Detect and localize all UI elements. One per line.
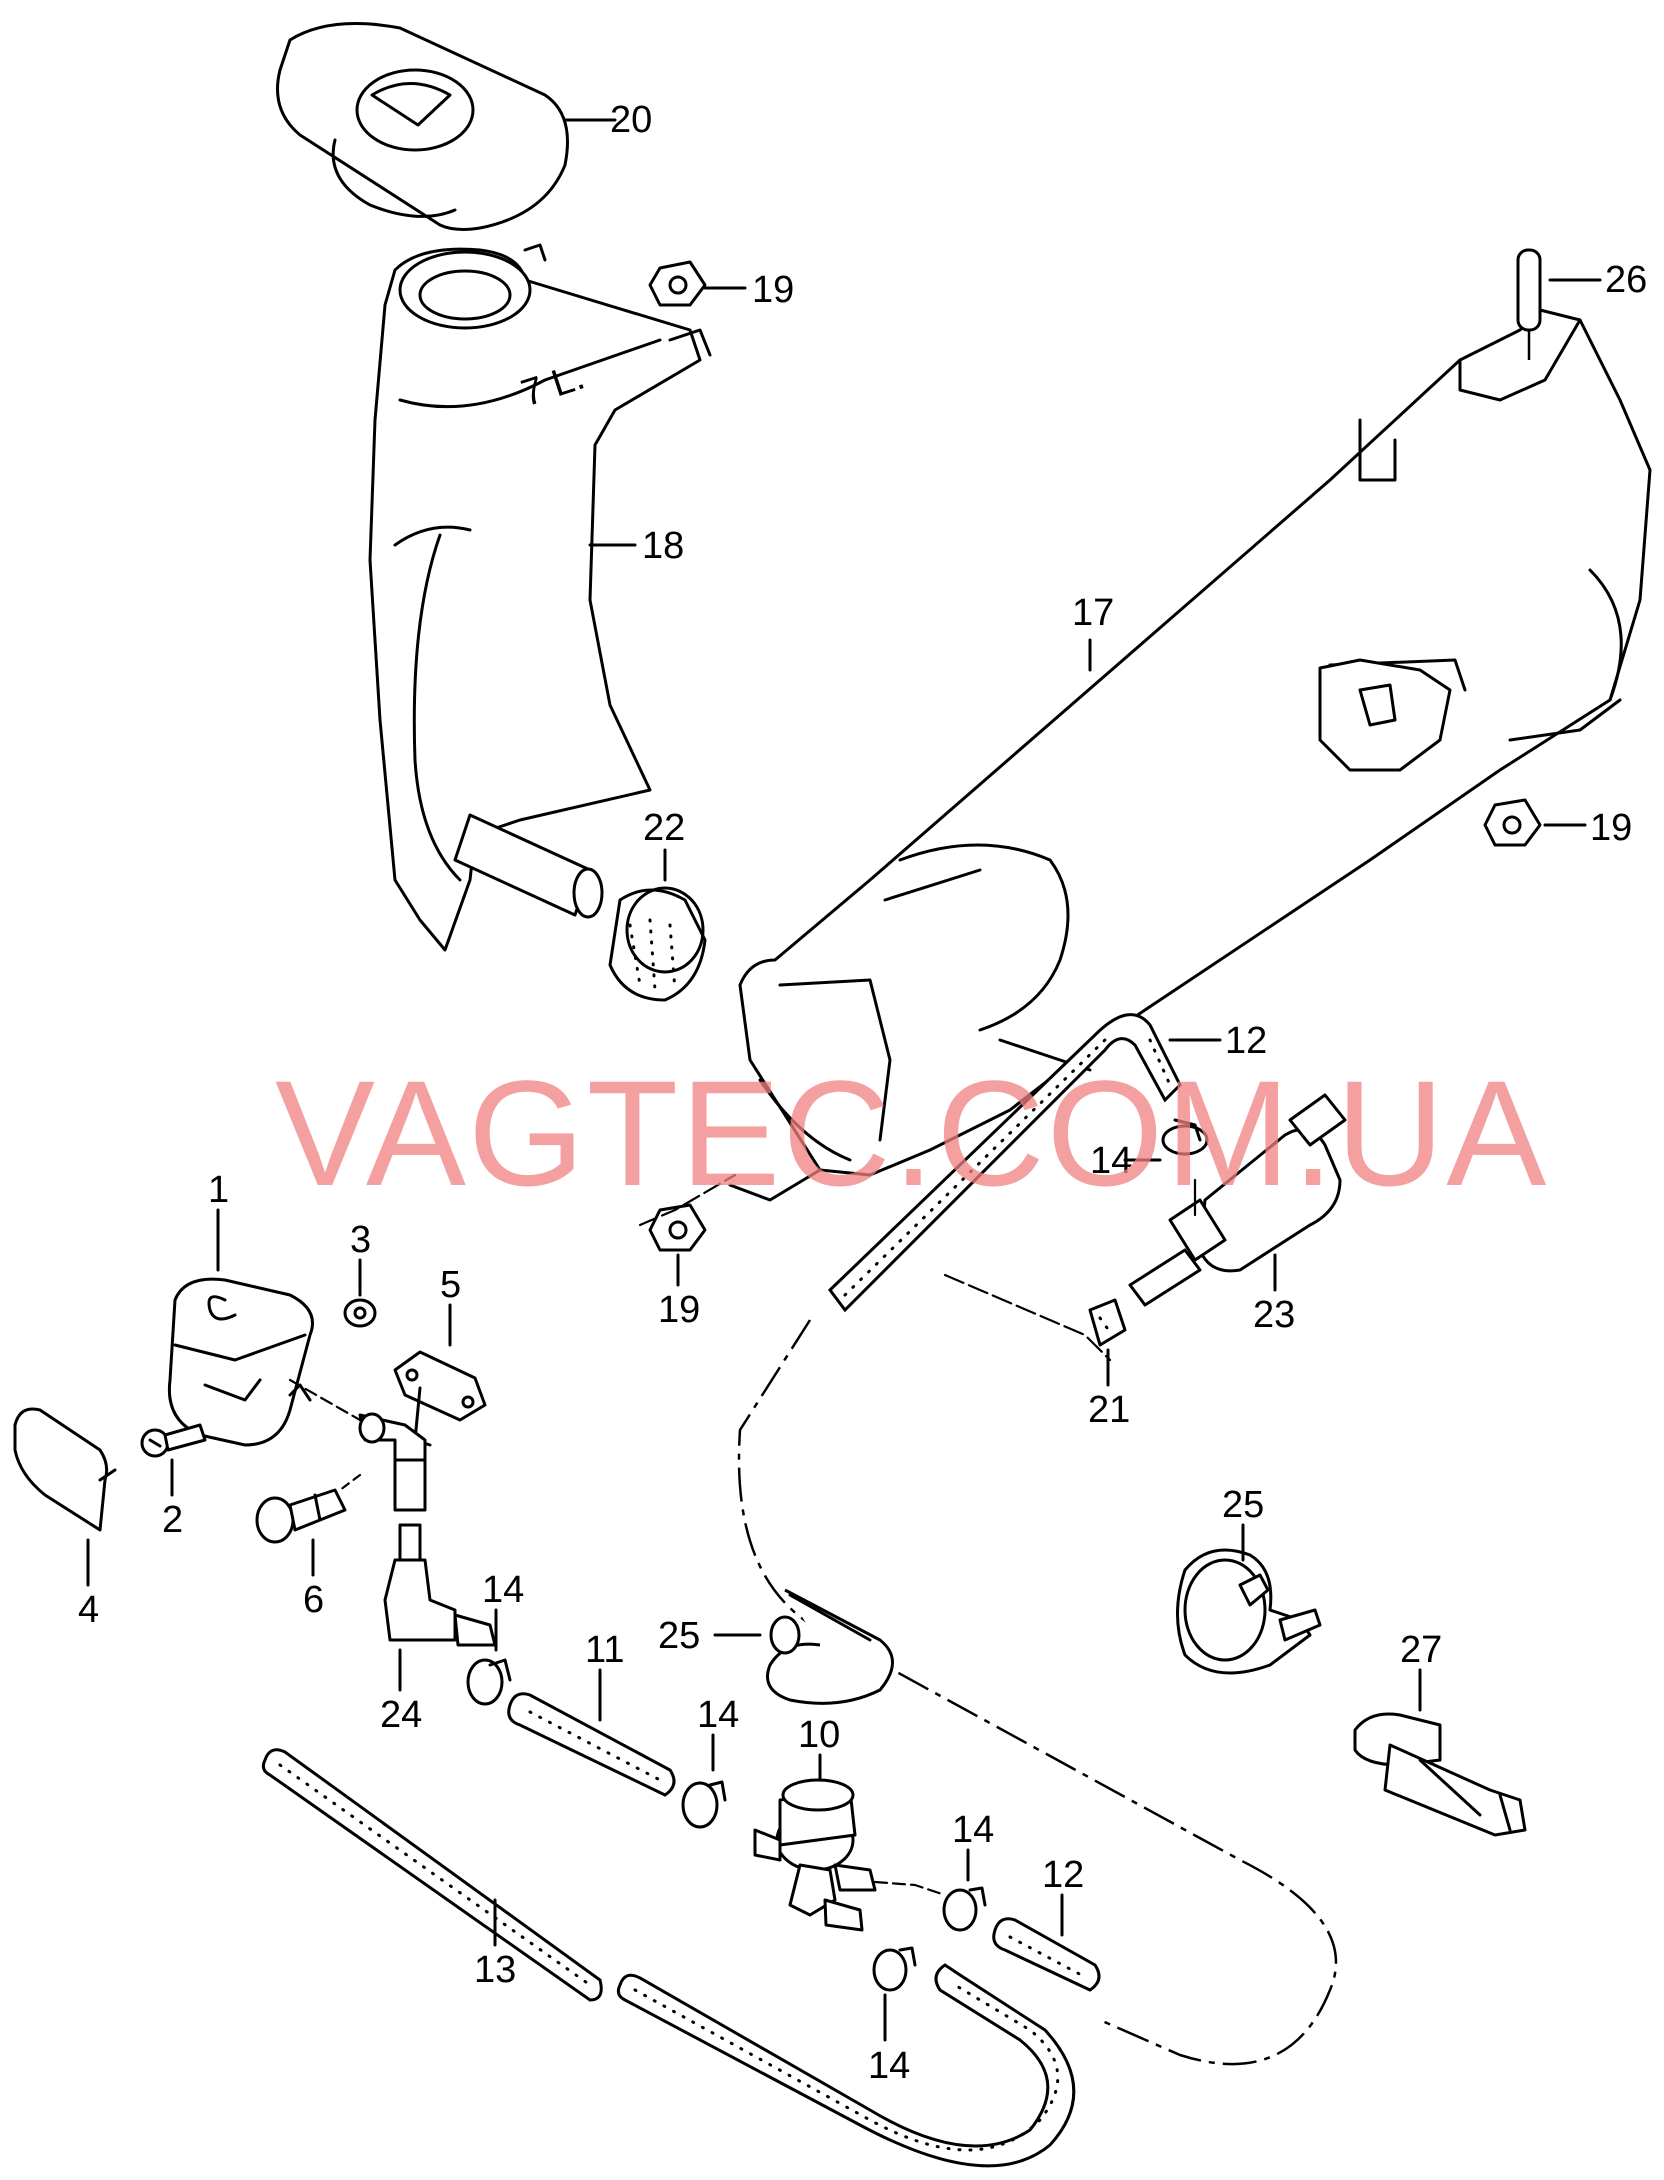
- t-connector-part: [753, 1778, 877, 1932]
- label-part-22: 22: [643, 807, 685, 849]
- label-part-23: 23: [1253, 1294, 1295, 1336]
- label-part-25-right: 25: [1222, 1484, 1264, 1526]
- screw-part: [140, 1423, 207, 1458]
- pin-part: [1516, 248, 1542, 360]
- hose-clip-1: [466, 1658, 512, 1706]
- label-part-2: 2: [162, 1499, 183, 1541]
- cable-tie-part-left: [766, 1588, 894, 1705]
- label-part-1: 1: [208, 1169, 229, 1211]
- label-part-18: 18: [642, 525, 684, 567]
- label-part-4: 4: [78, 1589, 99, 1631]
- label-part-19-right: 19: [1590, 807, 1632, 849]
- label-part-14-b: 14: [697, 1694, 739, 1736]
- long-hose-part: [261, 1748, 1076, 2168]
- hose-clip-4: [872, 1946, 917, 1992]
- bracket-housing-part: [728, 308, 1652, 1202]
- push-rivet-part: [255, 1488, 347, 1544]
- nozzle-cover-part: [167, 1277, 314, 1447]
- cover-cap-part: [13, 1407, 117, 1532]
- short-hose-part: [507, 1692, 676, 1797]
- label-part-21: 21: [1088, 1389, 1130, 1431]
- nozzle-body-part: [288, 1378, 427, 1512]
- upper-hose-part: [828, 1013, 1182, 1313]
- label-part-12-upper: 12: [1225, 1020, 1267, 1062]
- elbow-connector-part: [383, 1523, 497, 1647]
- label-part-13: 13: [474, 1949, 516, 1991]
- label-part-14-upper: 14: [1090, 1140, 1132, 1182]
- hose-routing-path: [737, 1319, 1338, 2066]
- filler-cap-part: [276, 22, 569, 231]
- label-part-20: 20: [610, 99, 652, 141]
- lower-hose-part: [992, 1917, 1101, 1992]
- nut-part-mid: [638, 1173, 737, 1252]
- label-part-11: 11: [585, 1629, 624, 1671]
- pump-grommet-part: [1088, 1298, 1127, 1347]
- label-part-26: 26: [1605, 259, 1647, 301]
- hose-clip-upper: [1161, 1118, 1209, 1156]
- hose-clip-2: [681, 1780, 727, 1829]
- hose-clip-3: [873, 1880, 987, 1932]
- label-part-5: 5: [440, 1264, 461, 1306]
- label-part-24: 24: [380, 1694, 422, 1736]
- grommet-part: [608, 886, 707, 1002]
- label-part-3: 3: [350, 1219, 371, 1261]
- label-part-6: 6: [303, 1579, 324, 1621]
- label-part-14-a: 14: [482, 1569, 524, 1611]
- small-grommet-part: [343, 1298, 377, 1328]
- label-part-14-c: 14: [952, 1809, 994, 1851]
- label-part-19-mid: 19: [658, 1289, 700, 1331]
- cable-tie-part-right: [1176, 1548, 1322, 1675]
- label-part-19-top: 19: [752, 269, 794, 311]
- label-part-12-lower: 12: [1042, 1854, 1084, 1896]
- label-part-25-left: 25: [658, 1615, 700, 1657]
- label-part-27: 27: [1400, 1629, 1442, 1671]
- washer-reservoir-part: 7 L.: [368, 243, 702, 952]
- nut-part-top: [648, 260, 712, 357]
- label-part-14-d: 14: [868, 2045, 910, 2087]
- label-part-10: 10: [798, 1714, 840, 1756]
- washer-pump-part: [943, 1093, 1347, 1362]
- reservoir-outlet-tube: [453, 813, 604, 919]
- watermark-text: VAGTEC.COM.UA: [275, 1049, 1548, 1217]
- label-part-17: 17: [1072, 592, 1114, 634]
- holder-clip-part: [1353, 1712, 1527, 1837]
- nut-part-right: [1483, 798, 1542, 847]
